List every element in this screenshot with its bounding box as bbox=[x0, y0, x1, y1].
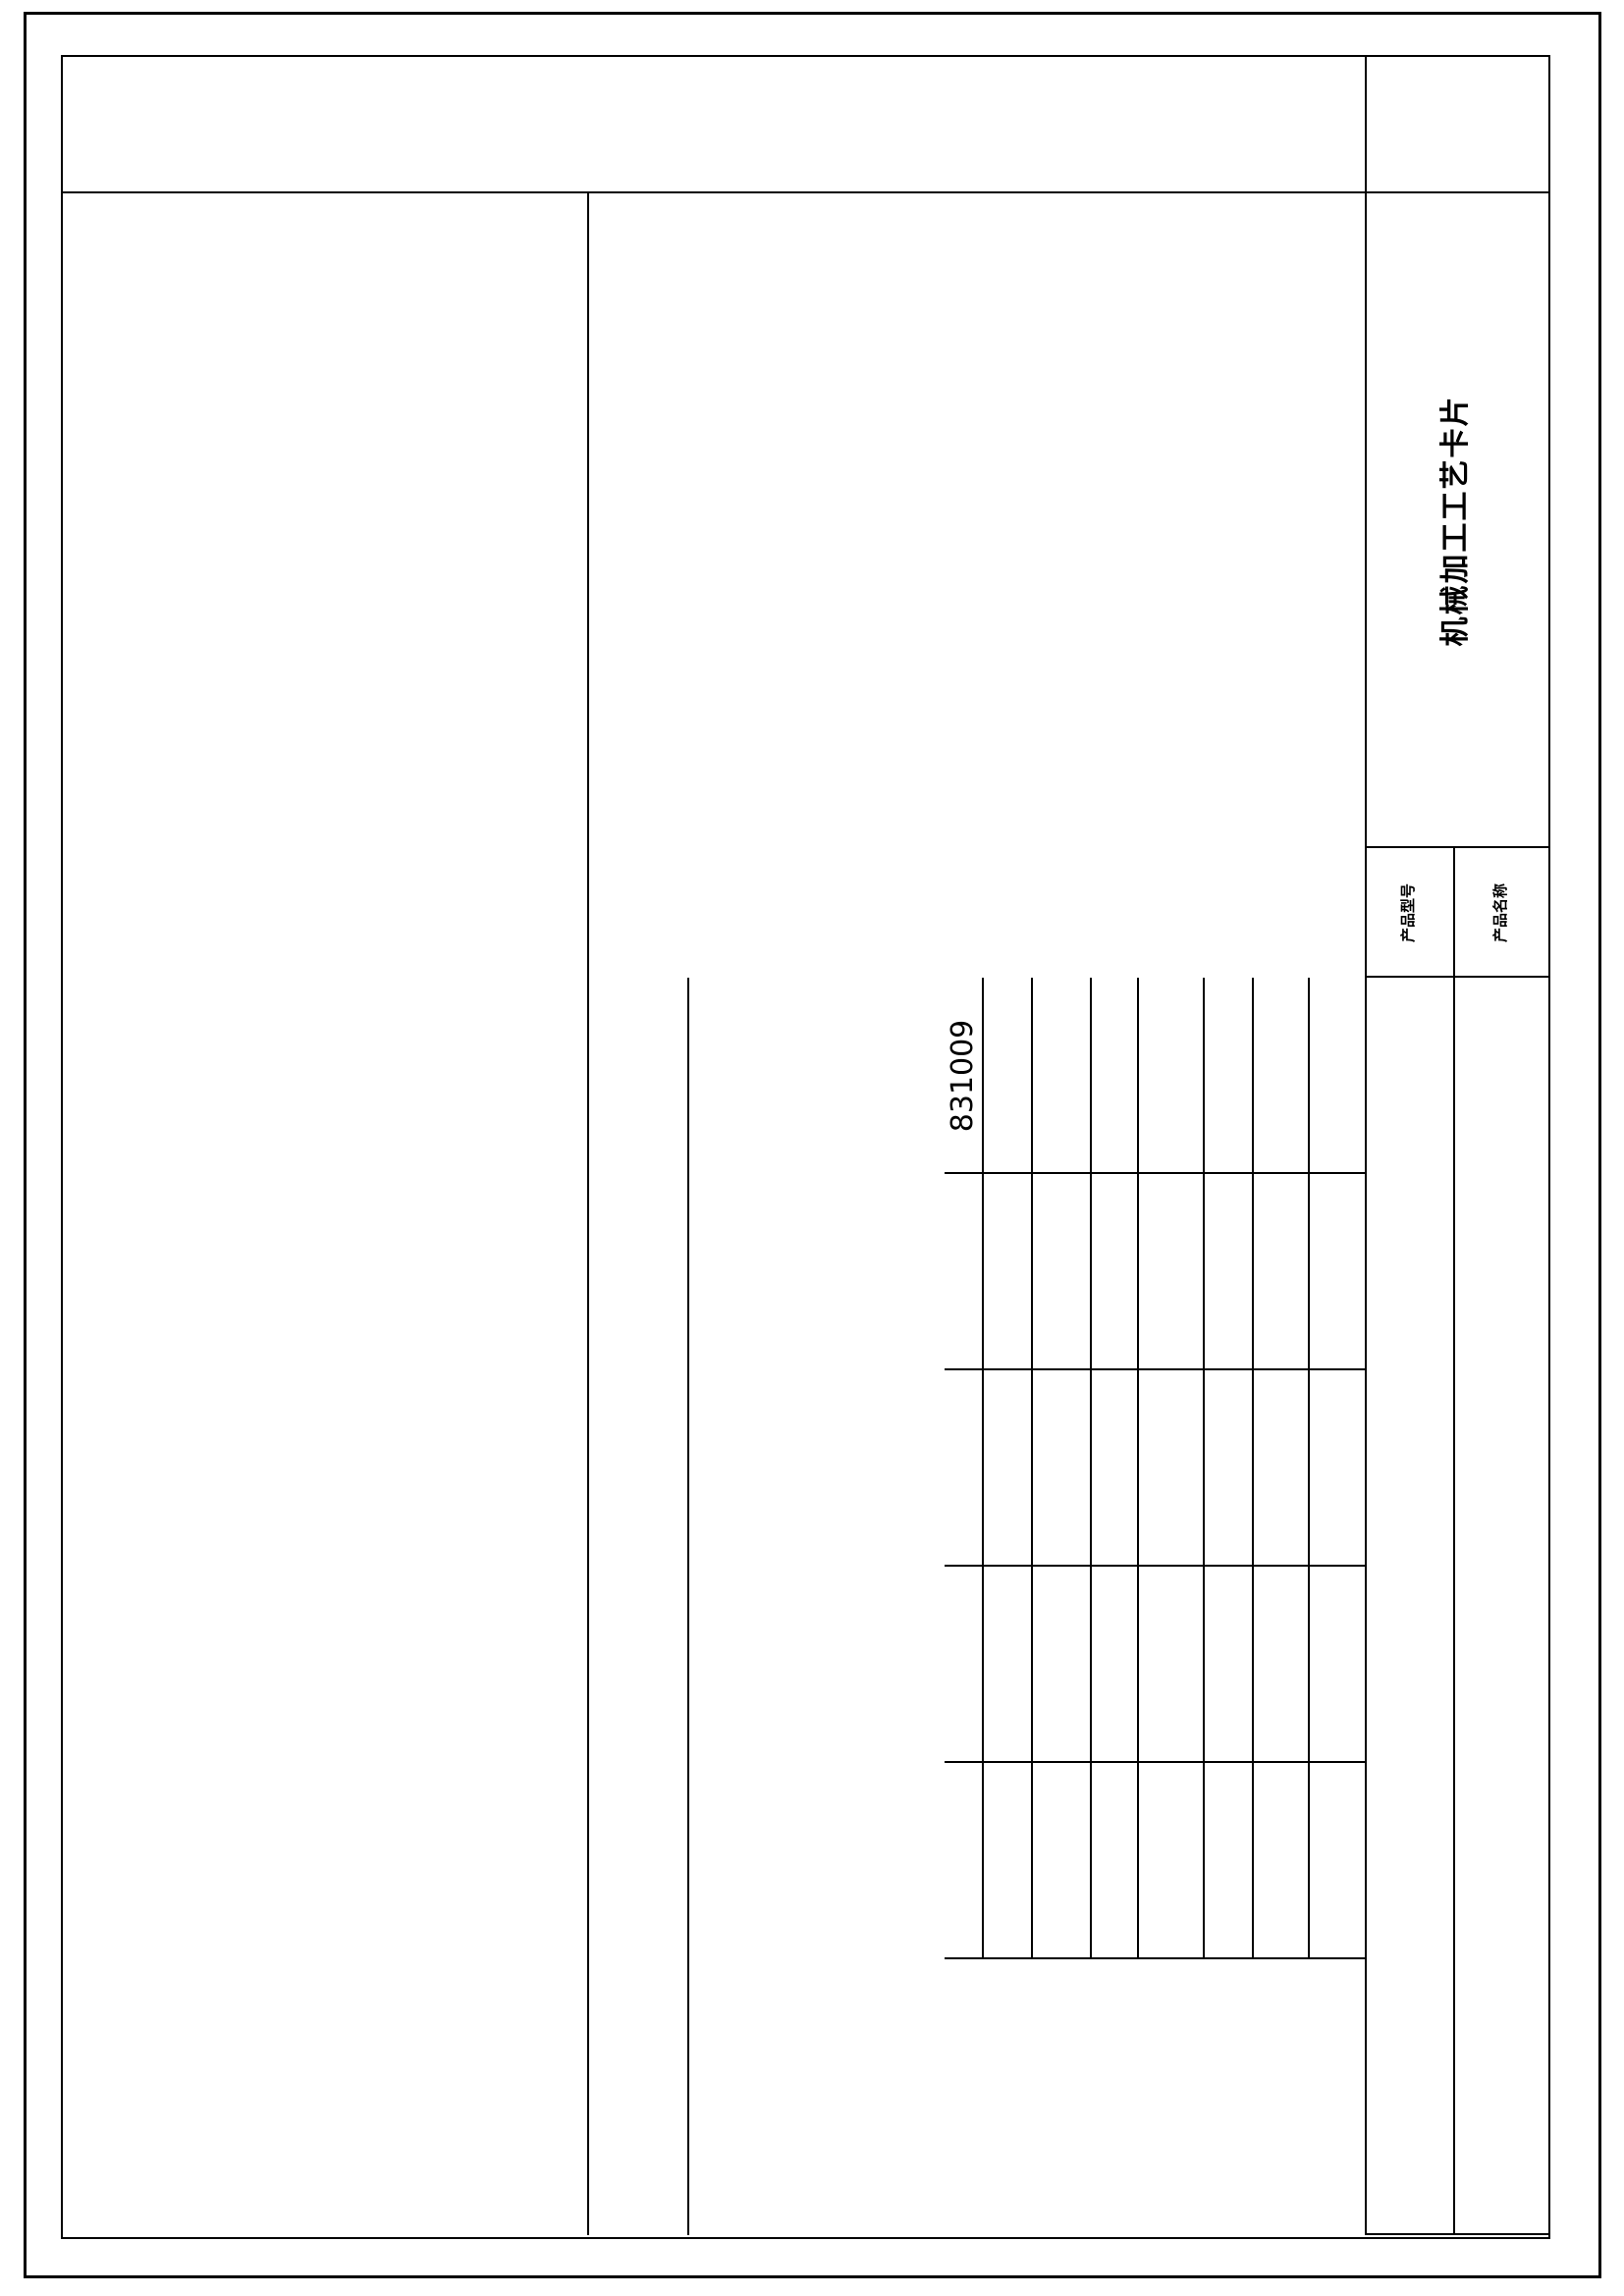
spacer-text bbox=[1424, 57, 1453, 193]
outer-frame-bottom bbox=[1598, 12, 1601, 2278]
info-top bbox=[1365, 978, 1367, 2235]
info-col-c bbox=[945, 1565, 1365, 1567]
info-row-3 bbox=[1090, 978, 1092, 1959]
outer-frame-right bbox=[24, 12, 1601, 15]
info-col-d bbox=[945, 1368, 1365, 1370]
part-drawing-no: 831009 bbox=[945, 1019, 980, 1133]
product-name-label: 产品名称 bbox=[1490, 883, 1509, 943]
info-row-4 bbox=[1137, 978, 1139, 1959]
spacer4 bbox=[1365, 976, 1548, 978]
info-row-2 bbox=[1031, 978, 1033, 1959]
inner-frame-right bbox=[61, 55, 1550, 57]
info-row-7 bbox=[1308, 978, 1310, 1959]
card-title: 机械加工工艺卡片 bbox=[1438, 395, 1474, 647]
info-row-5 bbox=[1203, 978, 1205, 1959]
header-top bbox=[61, 57, 63, 193]
steps-header-bottom bbox=[587, 193, 589, 2235]
inner-frame-left bbox=[61, 2237, 1550, 2239]
header-left-edge bbox=[61, 191, 1550, 193]
info-col-e bbox=[945, 1172, 1365, 1174]
inner-frame-bottom bbox=[1548, 55, 1550, 2239]
product-model-label: 产品型号 bbox=[1399, 883, 1418, 943]
steps-top bbox=[687, 978, 689, 2235]
info-col-b bbox=[945, 1761, 1365, 1763]
info-col-a bbox=[945, 1957, 1365, 1959]
inner-frame-top bbox=[61, 55, 63, 2239]
info-mid-line bbox=[1453, 978, 1455, 2235]
spacer2 bbox=[1365, 2233, 1548, 2235]
outer-frame-top bbox=[24, 12, 27, 2278]
outer-frame-left bbox=[24, 2275, 1601, 2278]
info-row-6 bbox=[1252, 978, 1254, 1959]
info-row-1 bbox=[982, 978, 984, 1959]
